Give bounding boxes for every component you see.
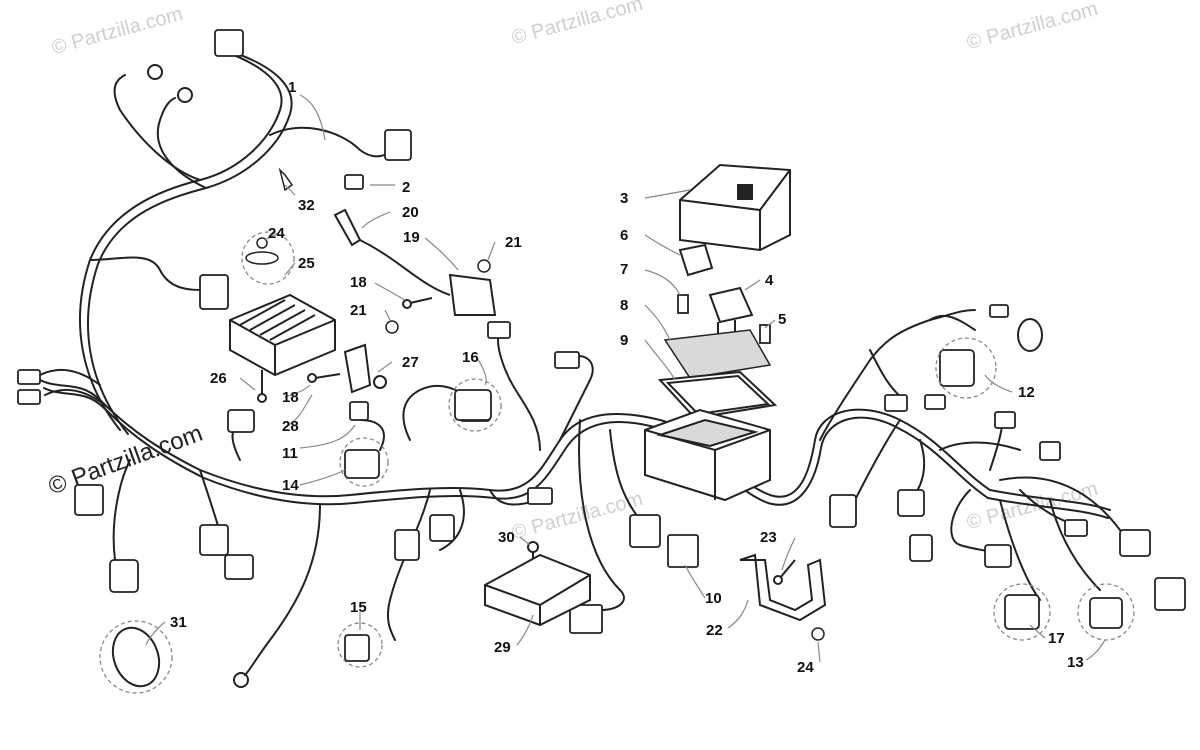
callout-label: 2 (402, 179, 410, 196)
callout-label: 23 (760, 529, 777, 546)
callout-label: 27 (402, 354, 419, 371)
callout-label: 29 (494, 639, 511, 656)
mounting-bracket (739, 553, 827, 622)
ecm (484, 553, 591, 627)
connectors (17, 29, 1186, 662)
label-sheet (663, 329, 772, 379)
callout-label: 30 (498, 529, 515, 546)
callout-label: 21 (350, 302, 367, 319)
callout-label: 16 (462, 349, 479, 366)
callout-label: 3 (620, 190, 628, 207)
gasket (657, 370, 778, 420)
callout-label: 19 (403, 229, 420, 246)
ring-terminals (147, 64, 1043, 688)
callout-label: 7 (620, 261, 628, 278)
callout-label: 1 (288, 79, 296, 96)
callout-label: 22 (706, 622, 723, 639)
callout-label: 32 (298, 197, 315, 214)
callout-label: 6 (620, 227, 628, 244)
fuse-block (644, 408, 771, 502)
callout-label: 13 (1067, 654, 1084, 671)
fuse-box-cover (679, 163, 791, 252)
hose-clamp (111, 626, 161, 688)
callout-label: 5 (778, 311, 786, 328)
callout-label: 18 (350, 274, 367, 291)
cable-tie (278, 167, 294, 192)
callout-label: 11 (282, 445, 298, 462)
voltage-regulator (229, 293, 336, 377)
callout-label: 18 (282, 389, 299, 406)
callout-labels: 1 2 3 4 5 6 7 8 9 10 11 12 13 14 15 16 1… (170, 79, 1084, 676)
callout-label: 21 (505, 234, 522, 251)
callout-label: 15 (350, 599, 367, 616)
callout-label: 20 (402, 204, 419, 221)
callout-label: 4 (765, 272, 774, 289)
detail-circles (99, 231, 1135, 694)
callout-label: 10 (705, 590, 722, 607)
fuses (677, 294, 771, 344)
callout-label: 9 (620, 332, 628, 349)
callout-label: 24 (268, 225, 285, 242)
callout-label: 26 (210, 370, 227, 387)
washers (245, 237, 825, 641)
callout-label: 28 (282, 418, 299, 435)
callout-label: 17 (1048, 630, 1065, 647)
callout-label: 25 (298, 255, 315, 272)
callout-label: 8 (620, 297, 628, 314)
callout-label: 31 (170, 614, 187, 631)
callout-label: 24 (797, 659, 814, 676)
ignition-coil (333, 208, 497, 316)
callout-label: 14 (282, 477, 299, 494)
relays (678, 243, 754, 335)
leader-lines (145, 94, 1106, 663)
callout-label: 12 (1018, 384, 1035, 401)
bracket (343, 343, 387, 394)
